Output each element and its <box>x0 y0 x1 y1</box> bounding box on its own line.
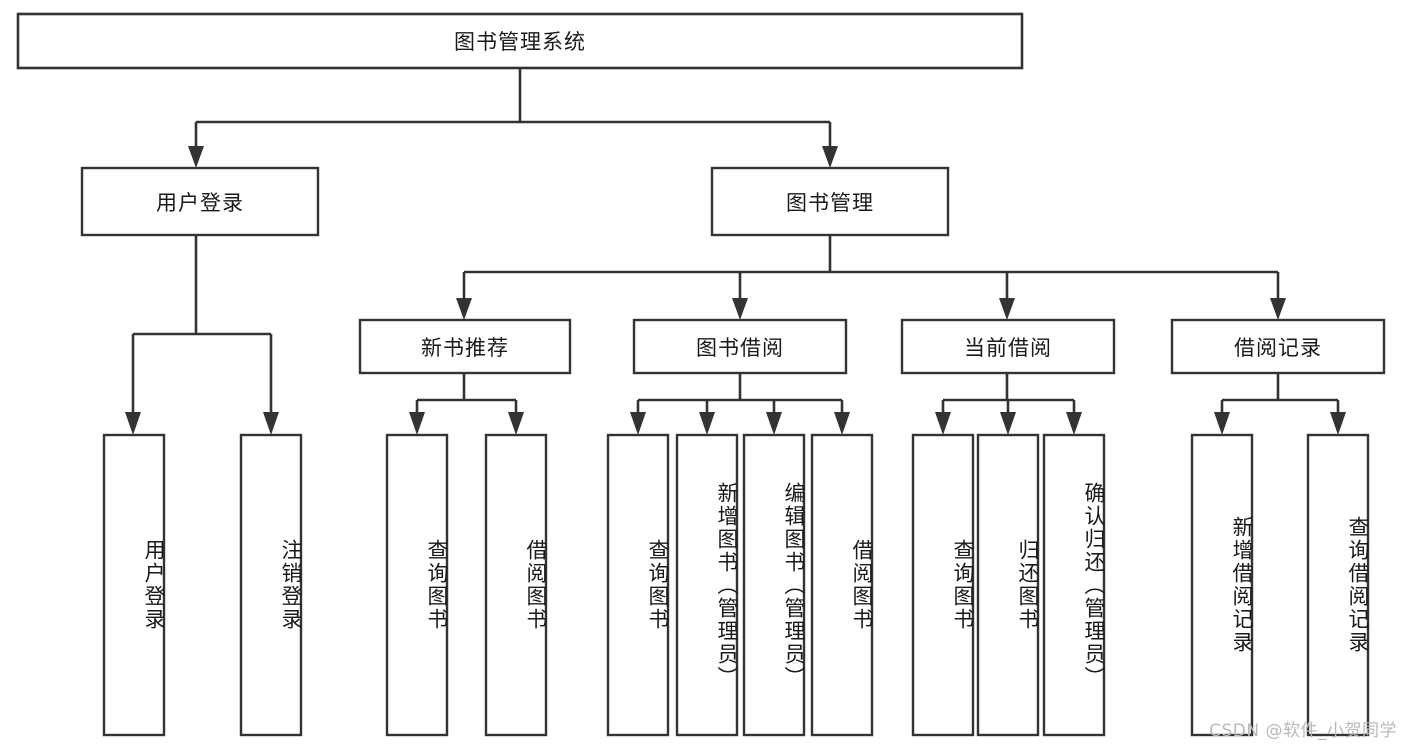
arrow-head-new-book-rec <box>456 298 472 320</box>
arrow-head-leaf-edit-book <box>766 412 782 435</box>
node-box-leaf-add-record[interactable] <box>1190 433 1254 737</box>
node-box-leaf-confirm-return[interactable] <box>1042 433 1106 737</box>
node-box-book-borrow[interactable] <box>632 318 848 375</box>
node-box-user-login[interactable] <box>80 166 320 237</box>
arrow-head-leaf-query-book-3 <box>935 412 951 435</box>
node-box-root[interactable] <box>16 12 1024 70</box>
arrow-head-borrow-record <box>1270 298 1286 320</box>
arrow-head-book-borrow <box>732 298 748 320</box>
arrow-head-leaf-borrow-book-1 <box>508 412 524 435</box>
node-box-leaf-user-login[interactable] <box>102 433 166 737</box>
arrow-head-leaf-return-book <box>1000 412 1016 435</box>
arrow-head-leaf-query-book-2 <box>630 412 646 435</box>
connector-layer <box>125 68 1346 435</box>
arrow-head-leaf-confirm-return <box>1066 412 1082 435</box>
node-box-layer <box>16 12 1386 737</box>
node-box-leaf-edit-book[interactable] <box>742 433 806 737</box>
arrow-head-leaf-add-record <box>1214 412 1230 435</box>
node-box-leaf-user-logout[interactable] <box>239 433 303 737</box>
arrow-head-leaf-query-book-1 <box>409 412 425 435</box>
node-box-leaf-borrow-book-2[interactable] <box>810 433 874 737</box>
arrow-head-current-borrow <box>999 298 1015 320</box>
arrow-head-user-login <box>188 146 204 168</box>
arrow-head-leaf-user-login <box>125 412 141 435</box>
node-box-leaf-add-book[interactable] <box>675 433 739 737</box>
arrow-head-leaf-add-book <box>699 412 715 435</box>
node-box-new-book-rec[interactable] <box>358 318 572 375</box>
arrow-head-leaf-query-record <box>1330 412 1346 435</box>
node-box-borrow-record[interactable] <box>1170 318 1386 375</box>
node-box-leaf-query-book-1[interactable] <box>385 433 449 737</box>
arrow-head-leaf-borrow-book-2 <box>834 412 850 435</box>
node-box-leaf-query-record[interactable] <box>1306 433 1370 737</box>
node-box-current-borrow[interactable] <box>900 318 1116 375</box>
node-box-leaf-query-book-3[interactable] <box>911 433 975 737</box>
node-box-leaf-query-book-2[interactable] <box>606 433 670 737</box>
node-box-leaf-borrow-book-1[interactable] <box>484 433 548 737</box>
node-box-leaf-return-book[interactable] <box>976 433 1040 737</box>
csdn-watermark: CSDN @软件_小贺同学 <box>1209 721 1397 741</box>
node-box-book-manage[interactable] <box>710 166 950 237</box>
arrow-head-book-manage <box>822 146 838 168</box>
arrow-head-leaf-user-logout <box>263 412 279 435</box>
